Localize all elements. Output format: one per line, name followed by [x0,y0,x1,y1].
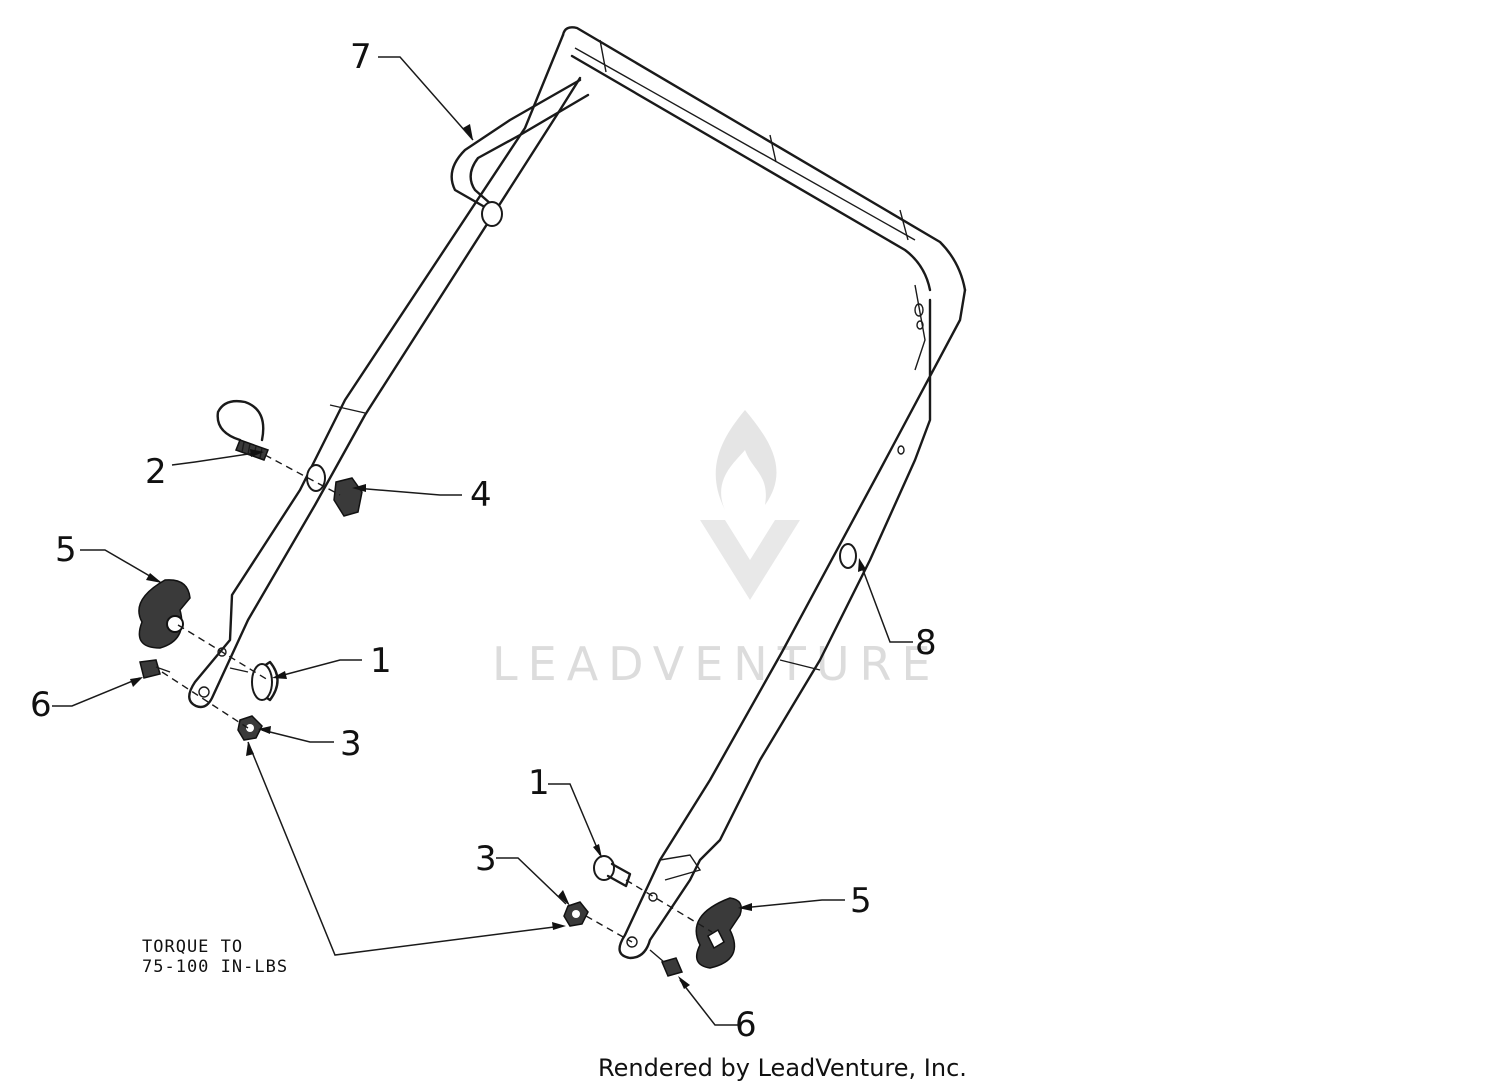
assembly-line-5-left [177,624,269,681]
bolt-left-part [139,659,171,679]
callout-1-left: 1 [370,641,392,681]
assembly-line-6-left [161,671,249,729]
carriage-bolt-left-part [229,660,279,702]
callout-4: 4 [470,475,492,515]
callout-6-right: 6 [735,1005,757,1045]
carriage-bolt-right-part [593,855,632,888]
torque-note-line2: 75-100 IN-LBS [142,957,288,977]
callout-5-right: 5 [850,881,872,921]
callout-2: 2 [145,452,167,492]
eye-bolt-part [216,399,269,461]
wing-nut-part [333,477,363,517]
callout-8: 8 [915,623,937,663]
watermark-text: LEADVENTURE [492,637,941,691]
callout-5-left: 5 [55,530,77,570]
nut-right-part [563,901,589,927]
callout-3-left: 3 [340,724,362,764]
upper-handle [188,26,967,960]
leader-lines [52,56,913,1026]
callout-1-right: 1 [528,763,550,803]
callout-6-left: 6 [30,685,52,725]
nut-left-part [237,715,263,741]
assembly-line-2-4 [264,454,341,496]
assembly-line-1-right [625,879,713,933]
bolt-right-part [649,949,684,977]
callout-7: 7 [350,37,372,77]
knob-left-part [138,579,191,649]
footer-credit: Rendered by LeadVenture, Inc. [598,1054,967,1082]
torque-note-line1: TORQUE TO [142,937,243,957]
cable-guide [450,78,590,227]
callout-3-right: 3 [475,839,497,879]
watermark-logo: LEADVENTURE [492,410,941,691]
assembly-line-3-right [585,915,633,943]
knob-right-part [695,897,742,969]
